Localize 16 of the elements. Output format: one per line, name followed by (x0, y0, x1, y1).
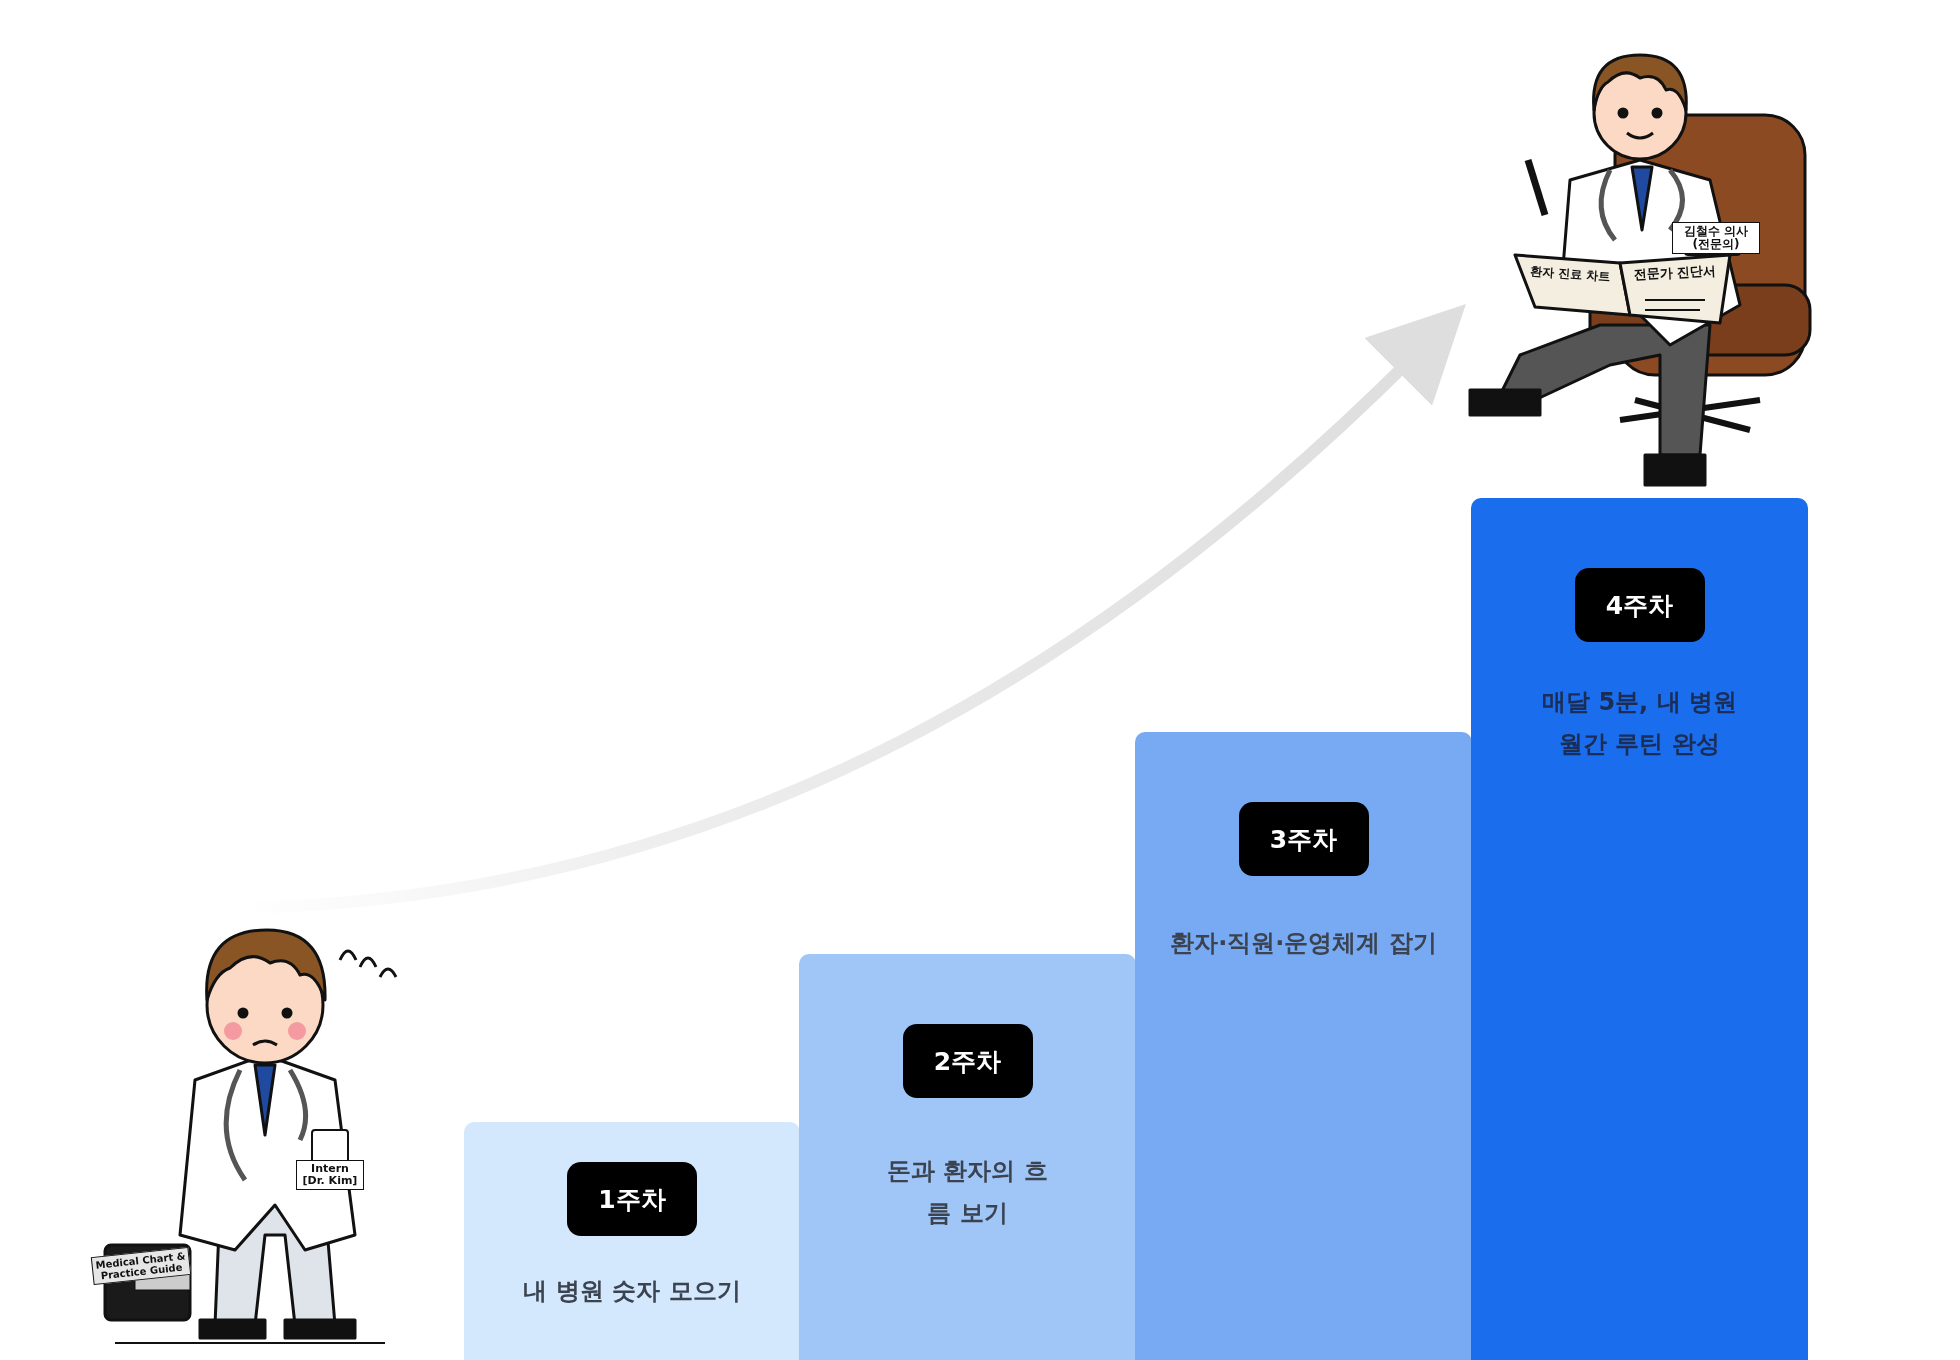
step-description: 매달 5분, 내 병원 월간 루틴 완성 (1541, 687, 1738, 760)
step-bar (1135, 732, 1472, 1360)
drawing-label: 김철수 의사 (전문의) (1672, 222, 1760, 255)
drawing-label: 전문가 진단서 (1632, 263, 1718, 283)
week-badge: 1주차 (567, 1162, 697, 1236)
step-bar (1471, 498, 1808, 1360)
step-description: 내 병원 숫자 모으기 (522, 1276, 742, 1307)
step-bar (464, 1122, 800, 1360)
week-badge: 2주차 (902, 1024, 1033, 1098)
step-description: 돈과 환자의 흐름 보기 (886, 1156, 1049, 1229)
step-bar (799, 954, 1136, 1360)
drawing-label: Intern [Dr. Kim] (296, 1160, 364, 1191)
week-badge: 3주차 (1238, 802, 1369, 876)
step-description: 환자·직원·운영체계 잡기 (1170, 928, 1437, 959)
drawing-label: 환자 진료 차트 (1528, 264, 1612, 285)
week-badge: 4주차 (1574, 568, 1705, 642)
